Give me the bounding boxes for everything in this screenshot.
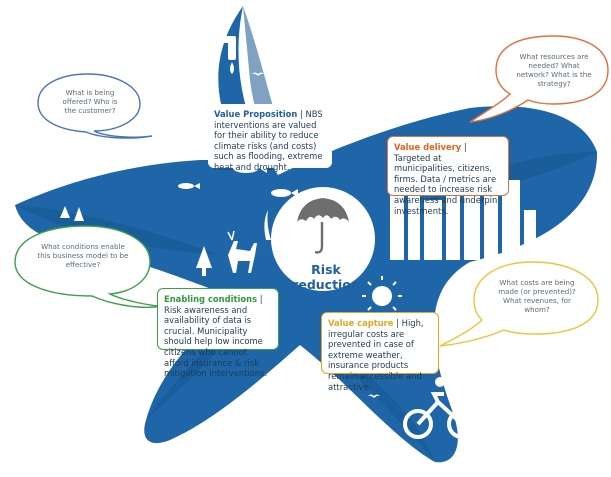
bird-icon — [282, 66, 294, 70]
value-delivery-title: Value delivery — [394, 142, 462, 152]
bubble-conditions-text: What conditions enable this business mod… — [37, 242, 129, 269]
value-delivery-text: | Targeted at municipalities, citizens, … — [394, 142, 498, 216]
bubble-resources — [469, 35, 609, 123]
enabling-conditions-box: Enabling conditions | Risk awareness and… — [157, 288, 279, 378]
value-proposition-title: Value Proposition — [214, 109, 298, 119]
umbrella-icon — [297, 198, 349, 254]
tree-icon — [60, 206, 70, 218]
value-capture-title: Value capture — [328, 318, 394, 328]
bubble-resources-text: What resources are needed? What network?… — [516, 52, 592, 88]
bird-icon — [368, 394, 380, 398]
deer-icon — [227, 230, 257, 273]
bubble-offered-text: What is being offered? Who is the custom… — [62, 88, 118, 115]
plant-icon — [264, 210, 284, 240]
tap-icon — [198, 30, 236, 74]
value-proposition-text: | NBS interventions are valued for their… — [214, 109, 323, 172]
bird-icon — [262, 61, 280, 66]
cyclist-icon — [403, 377, 477, 439]
value-capture-box: Value capture | High, irregular costs ar… — [321, 312, 439, 392]
bubbles — [14, 35, 609, 347]
enabling-conditions-text: | Risk awareness and availability of dat… — [164, 294, 268, 379]
enabling-conditions-title: Enabling conditions — [164, 294, 258, 304]
bubble-costs — [439, 261, 599, 347]
bubble-offered — [37, 73, 153, 139]
bird-icon — [252, 72, 264, 76]
value-delivery-box: Value delivery | Targeted at municipalit… — [387, 136, 509, 216]
bird-icon — [340, 402, 356, 407]
center-label: Risk reduction — [292, 262, 360, 292]
tree-icon — [196, 246, 212, 276]
decorations — [60, 30, 536, 439]
bubble-conditions — [14, 225, 163, 308]
value-capture-text: | High, irregular costs are prevented in… — [328, 318, 424, 392]
bubble-costs-text: What costs are being made (or prevented)… — [498, 278, 576, 314]
value-proposition-box: Value Proposition | NBS interventions ar… — [208, 104, 332, 172]
tree-icon — [74, 207, 84, 221]
